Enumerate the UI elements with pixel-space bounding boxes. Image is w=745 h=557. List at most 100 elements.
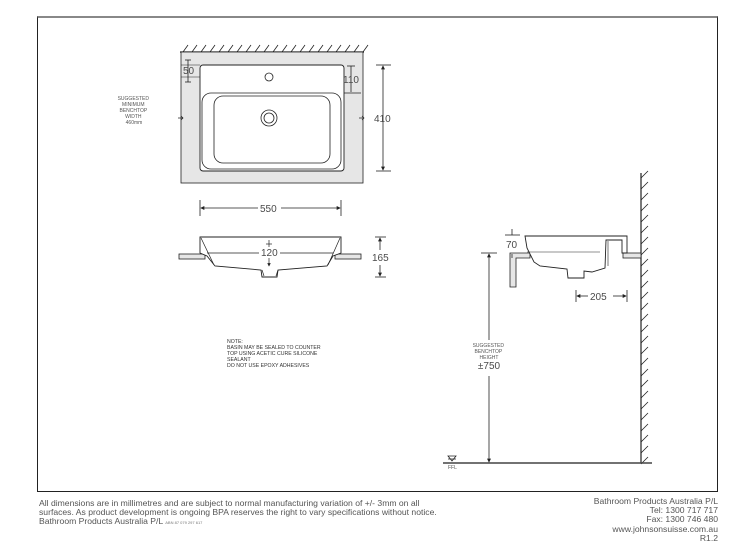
dim-height-label: 165 [372,253,389,264]
hatch-stroke [640,302,649,311]
note-line: SEALANT [227,357,251,363]
fax: Fax: 1300 746 480 [646,514,718,525]
dim-depth [376,64,391,172]
hatch-stroke [245,44,252,53]
hatch-stroke [353,44,360,53]
dim-tap-offset [344,65,361,94]
hatch-stroke [640,346,649,355]
wall-hatch [640,170,649,465]
bench-height-line: HEIGHT [480,355,499,361]
suggested-width-line: WIDTH [125,114,142,120]
hatch-stroke [640,368,649,377]
abn-number: ABN 87 079 297 617 [165,520,203,525]
hatch-stroke [182,44,189,53]
note-line: DO NOT USE EPOXY ADHESIVES [227,363,310,369]
hatch-stroke [290,44,297,53]
dim-bowl-depth [207,240,333,267]
revision: R1.2 [699,532,718,543]
suggested-width-line: BENCHTOP [120,108,148,114]
hatch-stroke [640,313,649,322]
bench-height-label: SUGGESTED BENCHTOP HEIGHT [473,343,506,361]
hatch-stroke [344,44,351,53]
hatch-stroke [640,258,649,267]
dim-width [199,200,342,216]
hatch-stroke [299,44,306,53]
hatch-stroke [640,247,649,256]
waste-outlet-inner [263,112,275,124]
website-link[interactable]: www.johnsonsuisse.com.au [612,523,718,534]
hatch-stroke [362,44,369,53]
drawing-frame [37,16,718,492]
hatch-stroke [317,44,324,53]
hatch-stroke [272,44,279,53]
hatch-stroke [191,44,198,53]
wall-hatch-top [180,44,369,53]
footer-disclaimer: All dimensions are in millimetres and ar… [39,499,437,527]
hatch-stroke [335,44,342,53]
hatch-stroke [640,236,649,245]
dim-wall-offset [575,290,628,302]
bench-height-value: ±750 [478,361,501,372]
dim-above-bench [505,229,520,258]
disclaimer-line-1: All dimensions are in millimetres and ar… [39,498,420,508]
bench-height-line: BENCHTOP [475,349,503,355]
company-name: Bathroom Products Australia P/L [39,516,163,526]
basin-front-outline [199,236,342,278]
ffl-symbol [447,455,457,462]
center-mark-left [178,115,184,121]
hatch-stroke [263,44,270,53]
hatch-stroke [281,44,288,53]
installation-note: NOTE: BASIN MAY BE SEALED TO COUNTER TOP… [227,339,322,369]
hatch-stroke [227,44,234,53]
dim-height [375,236,386,278]
hatch-stroke [640,412,649,421]
suggested-width-line: 460mm [126,120,143,126]
disclaimer-line-2: surfaces. As product development is ongo… [39,507,437,517]
ffl-label: FFL [448,465,457,471]
note-line: BASIN MAY BE SEALED TO COUNTER [227,345,321,351]
bench-right [622,252,642,259]
dim-wall-offset-label: 205 [590,292,607,303]
dim-bowl-depth-label: 120 [261,248,278,259]
hatch-stroke [640,170,649,179]
suggested-width-line: MINIMUM [122,102,145,108]
hatch-stroke [640,280,649,289]
hatch-stroke [640,269,649,278]
hatch-stroke [640,401,649,410]
basin-front-inner [200,237,341,277]
dim-above-bench-label: 70 [506,240,518,251]
dim-width-label: 550 [260,204,277,215]
dim-front-gap-label: 50 [183,66,195,77]
hatch-stroke [236,44,243,53]
side-view: FFL 70 205 SUGGESTED BENCHTOP HEIGHT [443,170,652,471]
hatch-stroke [640,291,649,300]
basin-side-inner [527,241,609,266]
tap-hole [264,72,274,82]
hatch-stroke [209,44,216,53]
hatch-stroke [640,214,649,223]
hatch-stroke [640,335,649,344]
basin-side-outline [524,235,628,279]
dim-tap-offset-label: 110 [343,75,359,86]
note-line: NOTE: [227,339,243,345]
hatch-stroke [640,423,649,432]
hatch-stroke [640,192,649,201]
front-view: 120 165 [178,236,389,278]
dim-front-gap [181,59,200,83]
hatch-stroke [640,445,649,454]
hatch-stroke [254,44,261,53]
hatch-stroke [218,44,225,53]
hatch-stroke [326,44,333,53]
bench-height-line: SUGGESTED [473,343,505,349]
dim-depth-label: 410 [374,114,391,125]
hatch-stroke [640,324,649,333]
hatch-stroke [308,44,315,53]
hatch-stroke [640,357,649,366]
hatch-stroke [640,390,649,399]
benchtop-left [178,253,206,260]
hatch-stroke [640,434,649,443]
hatch-stroke [640,203,649,212]
suggested-width-line: SUGGESTED [118,96,150,102]
company-abn-line: Bathroom Products Australia P/L ABN 87 0… [39,517,437,527]
